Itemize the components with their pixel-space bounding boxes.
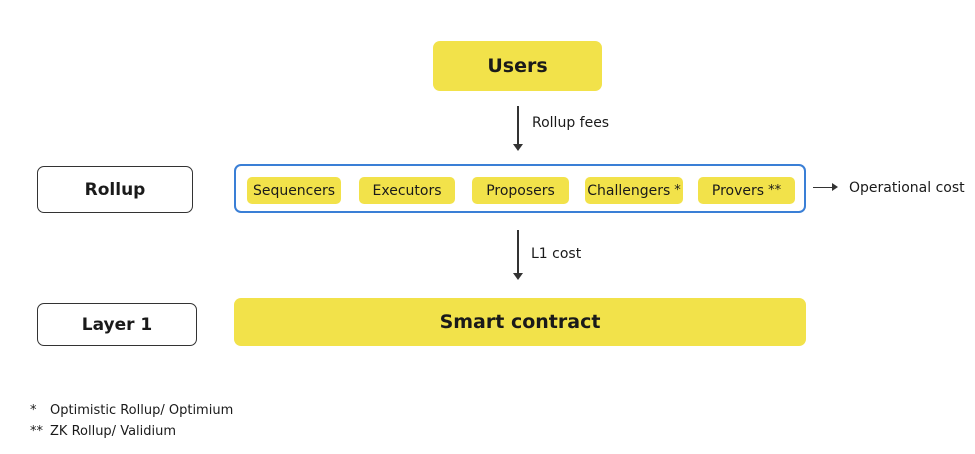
role-sequencers: Sequencers: [247, 177, 341, 204]
role-challengers: Challengers*: [585, 177, 683, 204]
footnote-text: ZK Rollup/ Validium: [50, 424, 177, 439]
footnote-mark: **: [30, 424, 43, 439]
footnote-optimistic: * Optimistic Rollup/ Optimium: [30, 403, 233, 418]
operational-cost-arrow-line: [813, 187, 835, 189]
rollup-fees-arrow-line: [517, 106, 519, 146]
rollup-roles-container: [234, 164, 806, 213]
l1-cost-arrow-head: [513, 273, 523, 280]
rollup-label: Rollup: [37, 166, 193, 213]
footnote-text: Optimistic Rollup/ Optimium: [50, 403, 234, 418]
layer1-label: Layer 1: [37, 303, 197, 346]
l1-cost-arrow-line: [517, 230, 519, 275]
operational-cost-label: Operational cost: [849, 180, 965, 196]
role-label: Sequencers: [252, 182, 336, 199]
l1-cost-label: L1 cost: [531, 246, 582, 262]
role-executors: Executors: [359, 177, 455, 204]
smart-contract-node: Smart contract: [234, 298, 806, 346]
rollup-fees-arrow-head: [513, 144, 523, 151]
role-footnote-mark: **: [768, 183, 782, 198]
role-label: Provers: [711, 182, 765, 199]
role-label: Proposers: [486, 182, 555, 199]
rollup-fees-label: Rollup fees: [532, 115, 610, 131]
role-provers: Provers**: [698, 177, 795, 204]
footnote-mark: *: [30, 403, 37, 418]
role-footnote-mark: *: [674, 183, 681, 198]
users-node: Users: [433, 41, 602, 91]
footnote-zk: ** ZK Rollup/ Validium: [30, 424, 176, 439]
role-proposers: Proposers: [472, 177, 569, 204]
operational-cost-arrow-head: [832, 183, 838, 191]
role-label: Challengers: [587, 182, 671, 199]
role-label: Executors: [372, 182, 442, 199]
